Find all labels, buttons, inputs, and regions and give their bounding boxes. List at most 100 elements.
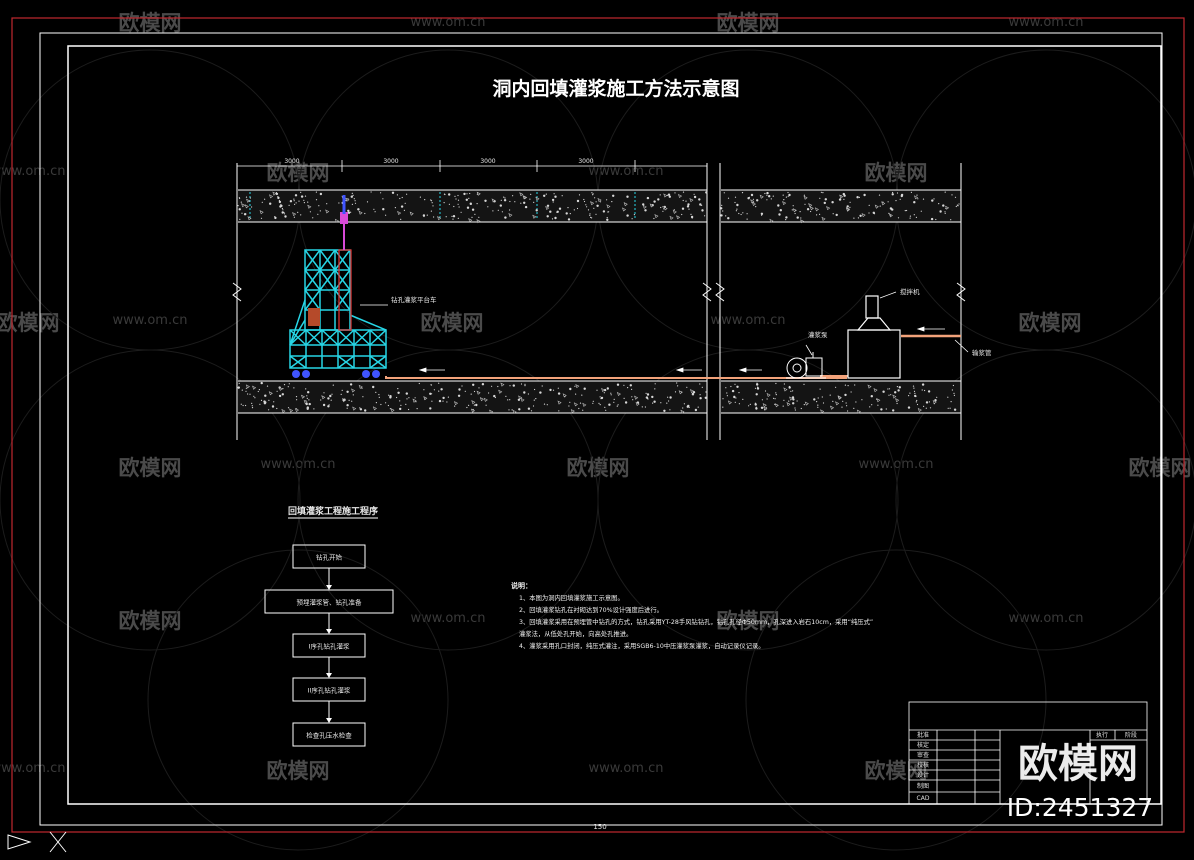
rock-dot: [307, 201, 309, 203]
rock-chip: [873, 388, 878, 393]
rock-dot: [616, 405, 618, 407]
rock-dot: [804, 203, 806, 205]
rock-dot: [268, 399, 270, 401]
rock-dot: [273, 401, 275, 403]
rock-dot: [742, 212, 744, 214]
rock-dot: [312, 217, 314, 219]
rock-dot: [389, 396, 392, 399]
rock-dot: [845, 402, 847, 404]
rock-dot: [422, 214, 426, 217]
dim-label-4: 3000: [578, 158, 593, 165]
rock-dot: [587, 209, 590, 211]
rock-chip: [774, 403, 779, 408]
rock-dot: [551, 218, 554, 220]
rock-dot: [561, 195, 563, 197]
rock-dot: [791, 209, 793, 211]
rock-dot: [295, 202, 297, 204]
rock-dot: [699, 397, 702, 400]
rock-dot: [319, 192, 323, 196]
rock-dot: [819, 197, 821, 199]
rock-chip: [321, 395, 326, 400]
rock-dot: [512, 384, 515, 387]
rock-dot: [535, 209, 538, 212]
rock-dot: [347, 211, 351, 214]
rock-dot: [323, 392, 325, 394]
rock-chip: [829, 405, 835, 410]
rock-chip: [479, 397, 484, 402]
rock-dot: [471, 216, 473, 218]
rock-chip: [268, 194, 274, 199]
rock-dot: [245, 390, 247, 392]
rock-dot: [478, 216, 480, 218]
rock-dot: [653, 200, 656, 203]
rock-chip: [814, 207, 819, 212]
rock-dot: [546, 404, 548, 406]
rock-chip: [476, 390, 481, 395]
rock-dot: [370, 191, 372, 193]
watermark-cn: 欧模网: [717, 11, 780, 35]
rock-dot: [350, 211, 352, 213]
rock-dot: [293, 387, 295, 389]
rock-dot: [300, 191, 302, 193]
rock-chip: [892, 394, 897, 399]
rock-dot: [651, 395, 654, 399]
rock-dot: [663, 208, 665, 210]
rock-dot: [916, 399, 918, 402]
rock-dot: [907, 406, 911, 409]
rock-dot: [682, 199, 684, 202]
rock-dot: [251, 402, 253, 404]
rock-dot: [399, 400, 401, 402]
rock-dot: [849, 201, 851, 203]
rock-chip: [247, 216, 252, 221]
rock-chip: [476, 219, 481, 224]
rock-dot: [511, 195, 514, 197]
rock-dot: [532, 405, 535, 407]
rock-dot: [855, 401, 857, 403]
rock-dot: [569, 401, 571, 403]
titleblock-header-2: 阶段: [1125, 731, 1137, 739]
rock-dot: [591, 217, 593, 219]
rock-dot: [928, 401, 931, 403]
flowchart-step-label: II序孔钻孔灌浆: [308, 686, 351, 695]
rock-dot: [750, 193, 754, 197]
rock-dot: [705, 391, 707, 393]
rock-dot: [318, 205, 320, 207]
rock-dot: [557, 392, 561, 395]
rock-dot: [885, 408, 887, 410]
rock-dot: [327, 397, 330, 400]
rock-dot: [764, 390, 767, 392]
rock-chip: [820, 409, 825, 414]
rock-dot: [476, 203, 478, 205]
watermark-url: www.om.cn: [113, 313, 188, 328]
rock-dot: [245, 387, 247, 389]
rock-dot: [721, 204, 723, 206]
rock-dot: [794, 212, 796, 215]
rock-chip: [763, 406, 768, 411]
rock-dot: [364, 212, 366, 215]
rock-dot: [835, 386, 837, 388]
rock-dot: [755, 407, 758, 410]
rock-chip: [252, 385, 257, 390]
rock-dot: [654, 388, 656, 390]
rock-dot: [296, 399, 298, 401]
rock-dot: [401, 196, 403, 199]
rock-dot: [731, 389, 735, 393]
rock-dot: [239, 218, 241, 220]
flowchart-title: 回填灌浆工程施工程序: [288, 505, 378, 517]
rock-dot: [408, 408, 410, 411]
rock-chip: [751, 201, 756, 206]
rock-dot: [841, 406, 843, 408]
flowchart-step-label: I序孔钻孔灌浆: [309, 642, 350, 651]
rock-dot: [725, 215, 727, 217]
rock-dot: [322, 403, 326, 407]
rock-dot: [523, 201, 526, 204]
rock-dot: [817, 406, 819, 408]
rock-dot: [779, 209, 782, 212]
rock-dot: [530, 410, 533, 412]
rock-dot: [264, 198, 266, 200]
rock-dot: [838, 198, 842, 201]
rock-dot: [251, 407, 254, 409]
rock-chip: [390, 408, 395, 413]
rock-chip: [635, 401, 640, 406]
rock-dot: [785, 216, 788, 219]
